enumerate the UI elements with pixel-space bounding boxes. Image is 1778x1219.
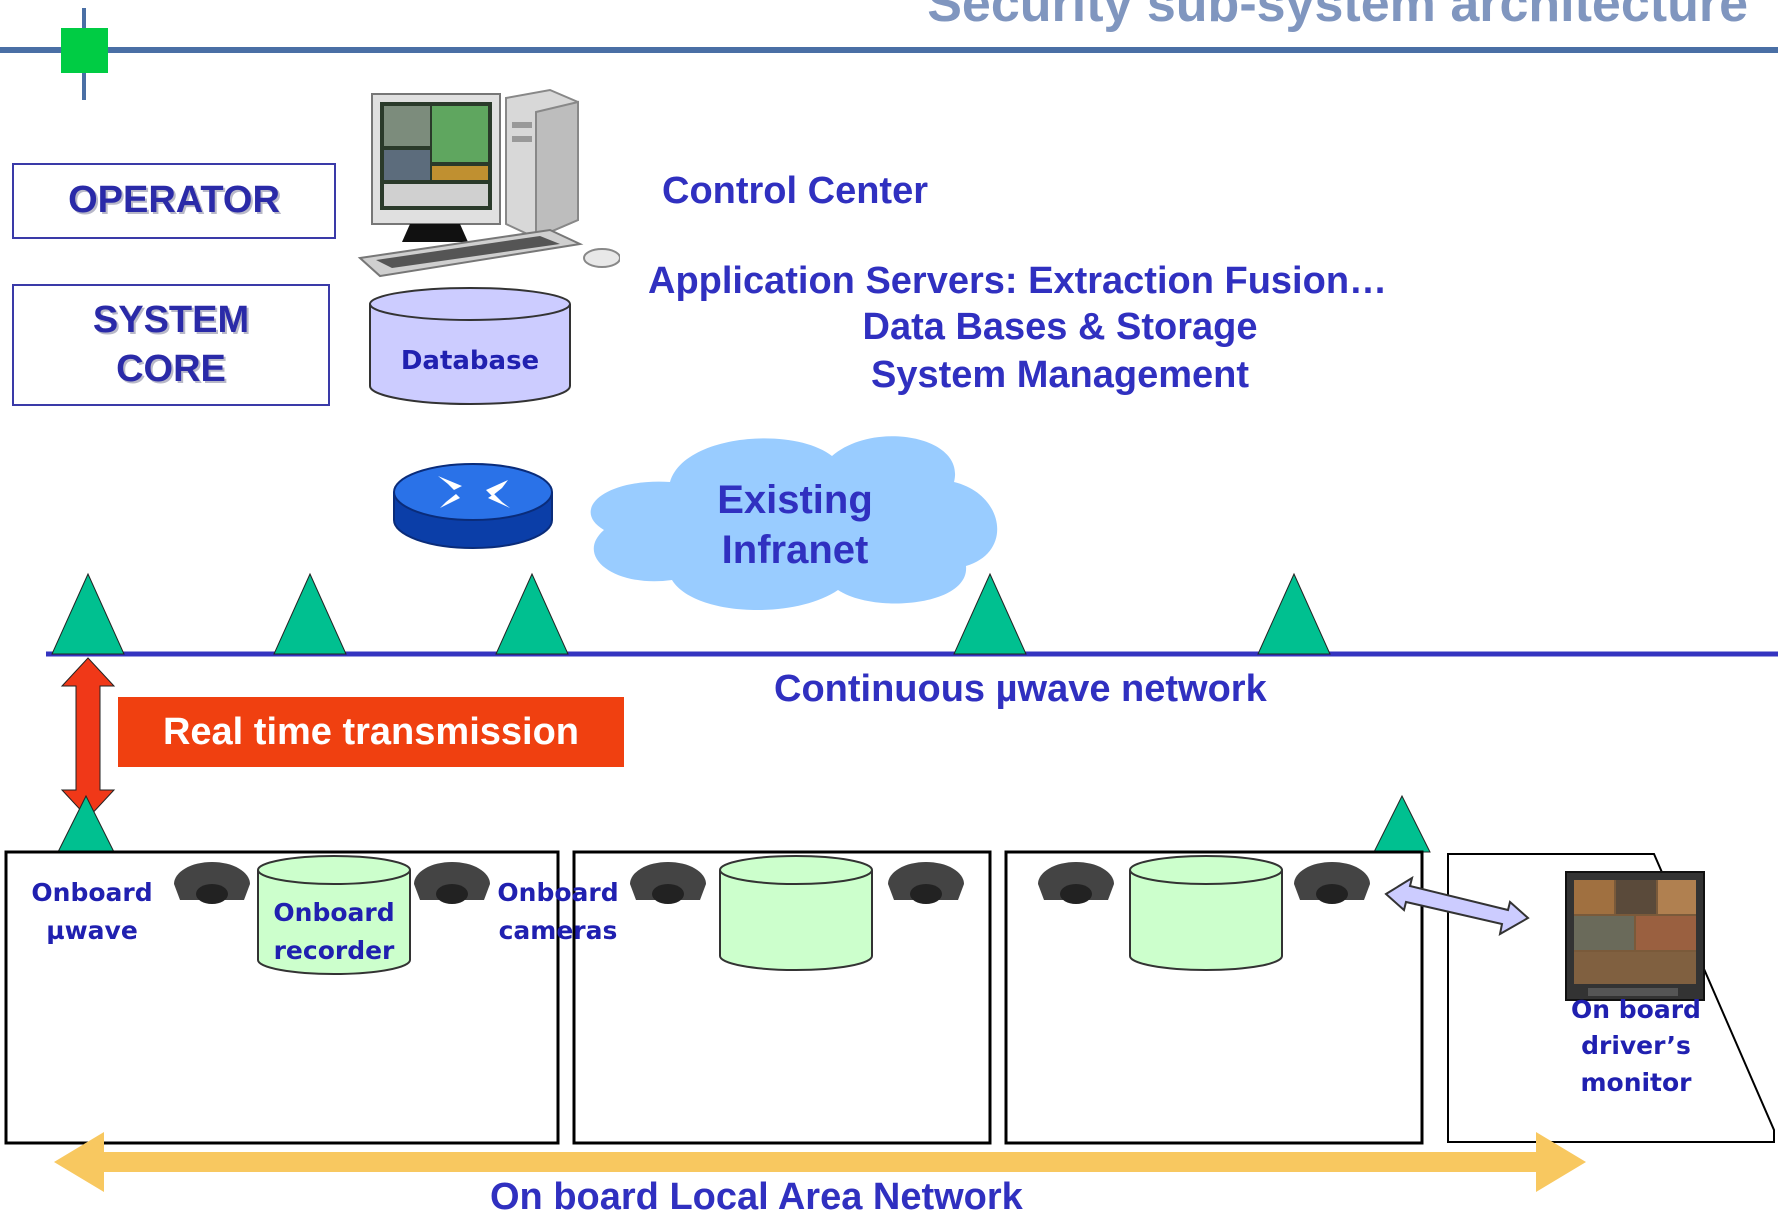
onboard-cameras-line2: cameras	[498, 915, 618, 945]
camera-icon	[888, 862, 964, 904]
database-icon	[1129, 855, 1283, 971]
database-label: Database	[400, 346, 540, 376]
driver-monitor-line3: monitor	[1580, 1067, 1692, 1097]
onboard-uwave-line1: Onboard	[31, 878, 153, 907]
onboard-recorder-label: Onboard recorder	[258, 894, 410, 969]
camera-icon	[1294, 862, 1370, 904]
data-bases-label: Data Bases & Storage	[862, 306, 1258, 348]
antenna-icon	[51, 572, 125, 655]
app-servers-label: Application Servers: Extraction Fusion…	[648, 260, 1388, 302]
antenna-icon	[1257, 572, 1331, 655]
continuous-network-label: Continuous µwave network	[774, 668, 1267, 710]
lan-arrow	[54, 1132, 1586, 1192]
train-diagram	[4, 794, 1775, 1192]
system-management-label: System Management	[870, 354, 1249, 396]
header-green-square	[61, 28, 108, 73]
cloud-icon	[590, 436, 998, 611]
camera-icon	[414, 862, 490, 904]
database-icon	[719, 855, 873, 971]
antenna-icon	[57, 794, 115, 853]
real-time-transmission-box: Real time transmission	[118, 697, 624, 767]
camera-icon	[1038, 862, 1114, 904]
operator-box: OPERATOR	[12, 163, 336, 239]
onboard-uwave-line2: µwave	[46, 915, 138, 945]
system-core-box: SYSTEM CORE	[12, 284, 330, 406]
lan-label: On board Local Area Network	[490, 1176, 1023, 1218]
onboard-cameras-label: Onboard cameras	[488, 874, 628, 949]
antenna-icon	[273, 572, 347, 655]
system-core-label: SYSTEM CORE	[92, 298, 250, 390]
computer-icon	[357, 88, 620, 278]
onboard-recorder-line2: recorder	[273, 935, 395, 965]
antenna-icon	[495, 572, 569, 655]
real-time-transmission-label: Real time transmission	[162, 710, 580, 753]
camera-icon	[630, 862, 706, 904]
driver-monitor-line2: driver’s	[1581, 1031, 1691, 1061]
onboard-uwave-label: Onboard µwave	[22, 874, 162, 949]
monitor-icon	[1565, 871, 1705, 1001]
antenna-icon	[1373, 794, 1431, 853]
page-title: Security sub-system architecture	[927, 0, 1748, 33]
control-center-label: Control Center	[662, 170, 928, 212]
database-icon	[369, 287, 571, 405]
infranet-label: Infranet	[721, 528, 869, 572]
driver-monitor-line1: On board	[1571, 995, 1701, 1024]
driver-monitor-label: On board driver’s monitor	[1546, 992, 1726, 1101]
existing-label: Existing	[717, 478, 873, 522]
onboard-cameras-line1: Onboard	[497, 878, 619, 907]
database-icon	[257, 855, 411, 975]
operator-label: OPERATOR	[68, 179, 280, 222]
camera-icon	[174, 862, 250, 904]
onboard-recorder-line1: Onboard	[273, 898, 395, 927]
router-icon	[393, 463, 553, 549]
monitor-link-arrow	[1384, 875, 1530, 936]
header-decoration	[0, 8, 1778, 100]
antenna-icon	[953, 572, 1027, 655]
network-diagram	[46, 572, 1778, 819]
